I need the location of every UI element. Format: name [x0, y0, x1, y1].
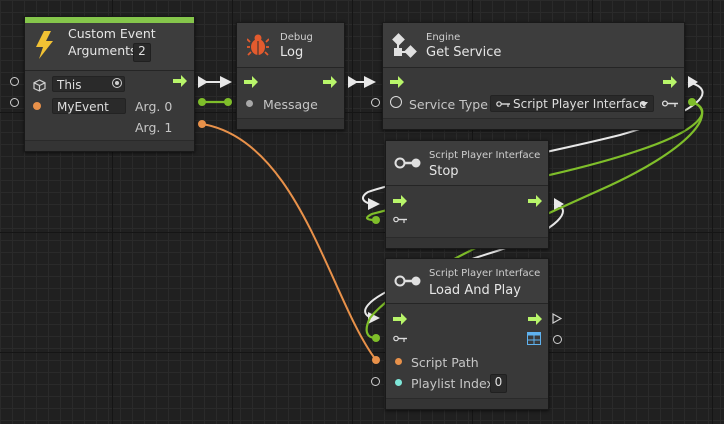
interface-key-icon [496, 101, 510, 107]
script-path-label: Script Path [411, 355, 479, 370]
service-type-label: Service Type [409, 97, 488, 112]
argument-count-field[interactable]: 2 [133, 43, 151, 62]
event-name-field[interactable]: MyEvent [52, 98, 126, 114]
stop-title: Stop [429, 164, 459, 179]
flow-out-port-icon[interactable] [528, 195, 542, 207]
interface-key-icon [394, 275, 421, 287]
input-port[interactable] [371, 98, 380, 107]
event-header-stripe [25, 17, 194, 23]
interface-key-icon [394, 157, 421, 169]
node-footer [383, 118, 684, 129]
event-title-line1: Custom Event [68, 26, 156, 41]
flow-in-port-icon[interactable] [390, 76, 404, 88]
message-label: Message [263, 97, 318, 112]
get-service-node[interactable]: Engine Get Service Service Type Script P… [382, 22, 685, 130]
playlist-index-port[interactable] [395, 379, 402, 386]
script-path-port[interactable] [395, 358, 402, 365]
arg0-label: Arg. 0 [135, 99, 173, 114]
stop-node[interactable]: Script Player Interface Stop [385, 140, 549, 249]
interface-key-icon [393, 335, 407, 342]
message-port[interactable] [246, 100, 253, 107]
debug-log-node[interactable]: Debug Log Message [236, 22, 345, 130]
flow-out-port-icon[interactable] [173, 75, 187, 87]
flow-in-port-icon[interactable] [244, 76, 258, 88]
flow-out-port-icon[interactable] [663, 76, 677, 88]
load-and-play-node[interactable]: Script Player Interface Load And Play Sc… [385, 258, 549, 410]
event-name-port[interactable] [10, 98, 19, 107]
log-title: Log [280, 45, 304, 60]
service-title: Get Service [426, 45, 502, 60]
service-type-port[interactable] [390, 96, 402, 108]
loadplay-title: Load And Play [429, 283, 521, 298]
flow-out-port-icon[interactable] [528, 313, 542, 325]
flow-in-port-icon[interactable] [393, 313, 407, 325]
service-type-dropdown[interactable]: Script Player Interface [490, 95, 654, 112]
node-footer [386, 398, 548, 409]
loadplay-category: Script Player Interface [429, 268, 541, 279]
flow-in-port-icon[interactable] [393, 195, 407, 207]
interface-key-icon [662, 100, 678, 107]
cube-icon [33, 77, 46, 92]
table-icon [527, 332, 541, 345]
node-footer [386, 237, 548, 248]
log-category: Debug [280, 32, 313, 43]
custom-event-node[interactable]: Custom Event Arguments 2 This MyEvent Ar… [24, 16, 195, 152]
node-footer [25, 140, 194, 151]
output-port[interactable] [553, 335, 562, 344]
node-footer [237, 118, 344, 129]
interface-key-icon [393, 216, 407, 223]
engine-icon [392, 33, 417, 58]
flow-out-port-icon[interactable] [552, 313, 562, 324]
chevron-down-icon [640, 102, 648, 107]
event-target-port[interactable] [10, 77, 19, 86]
stop-category: Script Player Interface [429, 150, 541, 161]
target-field[interactable]: This [52, 76, 125, 92]
event-title-line2: Arguments [68, 43, 137, 58]
target-picker-icon[interactable] [112, 78, 122, 88]
playlist-index-input-port[interactable] [371, 377, 380, 386]
arg1-label: Arg. 1 [135, 120, 173, 135]
flow-out-port-icon[interactable] [323, 76, 337, 88]
playlist-index-field[interactable]: 0 [490, 374, 507, 393]
playlist-index-label: Playlist Index [411, 376, 494, 391]
lightning-icon [36, 31, 53, 59]
service-category: Engine [426, 32, 461, 43]
name-port[interactable] [33, 102, 41, 110]
bug-icon [247, 34, 269, 56]
string-wire-arg1-to-scriptpath [201, 123, 377, 361]
